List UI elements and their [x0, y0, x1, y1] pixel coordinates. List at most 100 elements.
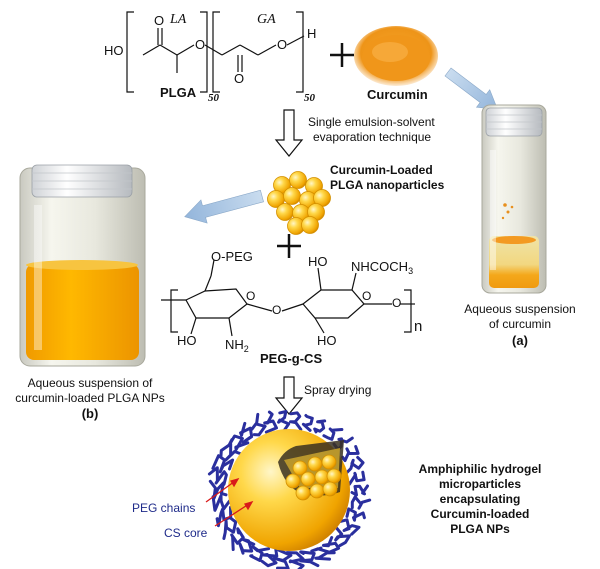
step1-line2: evaporation technique	[313, 130, 432, 144]
vial-b-caption-line1: Aqueous suspension of	[27, 376, 153, 390]
peg-chain	[260, 547, 279, 568]
label-peg-chains: PEG chains	[132, 501, 196, 515]
core-nanoparticle	[307, 456, 323, 472]
core-nanoparticle	[300, 471, 316, 487]
plga-o-ester-2: O	[277, 37, 288, 52]
step1-line1: Single emulsion-solvent	[308, 115, 435, 129]
process-arrow-1	[274, 109, 304, 157]
nanoparticle	[301, 216, 319, 234]
core-nanoparticle	[309, 483, 325, 499]
peg-chain	[345, 507, 366, 522]
plga-o-carbonyl-1: O	[154, 13, 165, 28]
pegcs-ring-o-2: O	[362, 289, 372, 303]
nanoparticles-line2: PLGA nanoparticles	[330, 178, 445, 192]
vial-a	[481, 104, 547, 294]
core-nanoparticle	[285, 473, 301, 489]
pegcs-structure	[161, 259, 415, 337]
peg-chain	[227, 434, 250, 451]
final-line3: encapsulating	[439, 492, 521, 506]
peg-chain	[341, 445, 360, 463]
core-nanoparticle	[295, 485, 311, 501]
vial-a-caption-line2: of curcumin	[488, 317, 552, 331]
plus-top	[330, 43, 354, 67]
microparticle	[207, 410, 372, 569]
pegcs-nh2: NH2	[225, 337, 249, 354]
nanoparticle	[276, 203, 294, 221]
peg-chain	[285, 551, 305, 569]
plga-ho: HO	[104, 43, 124, 58]
final-line2: microparticles	[438, 477, 522, 491]
peg-chain	[277, 410, 291, 432]
peg-chain	[338, 518, 361, 536]
final-line5: PLGA NPs	[450, 522, 510, 536]
vial-b-tag: (b)	[81, 406, 99, 421]
label-cs-core: CS core	[164, 526, 208, 540]
peg-chain	[211, 454, 235, 474]
core-nanoparticle	[292, 460, 308, 476]
pegcs-end-o: O	[392, 296, 402, 310]
peg-chain	[322, 427, 344, 441]
plga-ga-label: GA	[257, 12, 276, 27]
peg-chain	[299, 550, 320, 568]
peg-chain	[208, 479, 228, 501]
process-arrow-2	[274, 376, 304, 415]
plga-name: PLGA	[160, 85, 197, 100]
plga-la-label: LA	[170, 12, 187, 27]
pegcs-ho-top: HO	[308, 254, 328, 269]
plga-o-carbonyl-2: O	[234, 71, 245, 86]
step2-label: Spray drying	[304, 383, 372, 397]
peg-chain	[239, 421, 254, 444]
peg-chain	[348, 470, 366, 486]
peg-chain	[350, 495, 372, 510]
plga-subscript-la: 50	[208, 92, 219, 104]
plga-h: H	[307, 26, 317, 41]
core-nanoparticle	[322, 481, 338, 497]
core-nanoparticle	[326, 468, 342, 484]
peg-chain	[222, 517, 238, 540]
peg-chain	[289, 411, 303, 431]
pegcs-nhcoch3: NHCOCH3	[351, 259, 414, 276]
peg-chain	[345, 455, 365, 474]
nanoparticle	[283, 187, 301, 205]
peg-chain	[230, 527, 245, 551]
plga-o-ester-1: O	[195, 37, 206, 52]
nanoparticles-line1: Curcumin-Loaded	[330, 163, 433, 177]
pegcs-ho-bottom: HO	[317, 333, 337, 348]
peg-chain	[249, 545, 271, 562]
peg-chain	[250, 412, 267, 437]
pegcs-name: PEG-g-CS	[260, 351, 323, 366]
blue-arrow-to-vial-b	[184, 189, 264, 224]
pegcs-ho-left: HO	[177, 333, 197, 348]
peg-chain	[207, 466, 228, 486]
final-line4: Curcumin-loaded	[430, 507, 530, 521]
nanoparticle	[289, 171, 307, 189]
peg-chain	[238, 538, 256, 555]
peg-chain	[334, 526, 351, 548]
peg-chain	[272, 548, 293, 569]
plga-structure	[126, 11, 305, 93]
pegcs-glycosidic-o: O	[272, 303, 282, 317]
plga-subscript-ga: 50	[304, 92, 315, 104]
peg-chain	[263, 410, 278, 434]
peg-chain	[301, 414, 314, 432]
pegcs-o-peg: O-PEG	[211, 249, 253, 264]
vial-a-caption-line1: Aqueous suspension	[464, 302, 576, 316]
core-nanoparticle	[321, 454, 337, 470]
vial-b	[19, 164, 146, 367]
vial-b-caption-line2: curcumin-loaded PLGA NPs	[15, 391, 165, 405]
curcumin-powder	[354, 26, 438, 86]
peg-chain	[350, 484, 369, 497]
curcumin-label: Curcumin	[367, 87, 428, 102]
final-line1: Amphiphilic hydrogel	[418, 462, 542, 476]
pointer-lines	[205, 477, 254, 527]
pegcs-repeat-n: n	[414, 318, 423, 335]
peg-chain	[219, 442, 242, 462]
nanoparticle-cluster	[267, 171, 331, 235]
plus-middle	[277, 234, 301, 258]
pegcs-ring-o-1: O	[246, 289, 256, 303]
vial-a-tag: (a)	[512, 333, 528, 348]
peg-chain	[310, 546, 331, 561]
peg-chain	[211, 494, 232, 512]
